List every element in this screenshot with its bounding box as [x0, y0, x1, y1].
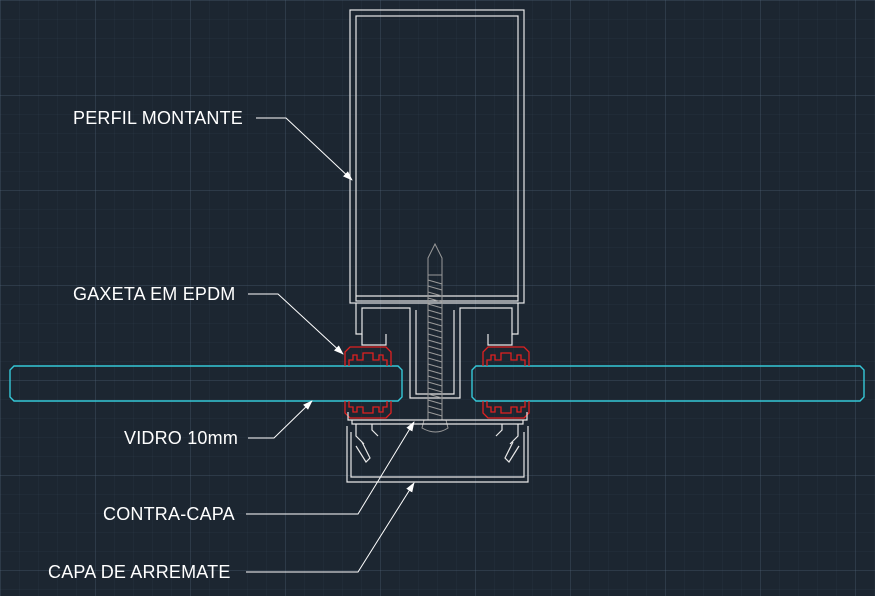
label-perfil-montante: PERFIL MONTANTE	[73, 108, 244, 128]
epdm-gaskets	[344, 346, 530, 419]
label-gaxeta-epdm: GAXETA EM EPDM	[73, 284, 236, 304]
snap-cap	[346, 426, 529, 483]
label-contra-capa: CONTRA-CAPA	[103, 504, 235, 524]
label-capa-arremate: CAPA DE ARREMATE	[48, 562, 231, 582]
label-vidro: VIDRO 10mm	[124, 428, 239, 448]
pressure-plate	[347, 412, 528, 445]
leader-perfil-montante	[256, 117, 353, 181]
glass-panes	[9, 365, 865, 402]
fixing-screw	[421, 242, 449, 433]
mullion-profile	[349, 9, 525, 399]
leader-lines	[246, 117, 415, 573]
leader-contra-capa	[246, 421, 415, 515]
leader-vidro	[248, 400, 313, 439]
leader-capa-arremate	[246, 482, 415, 573]
leader-gaxeta	[248, 293, 344, 355]
